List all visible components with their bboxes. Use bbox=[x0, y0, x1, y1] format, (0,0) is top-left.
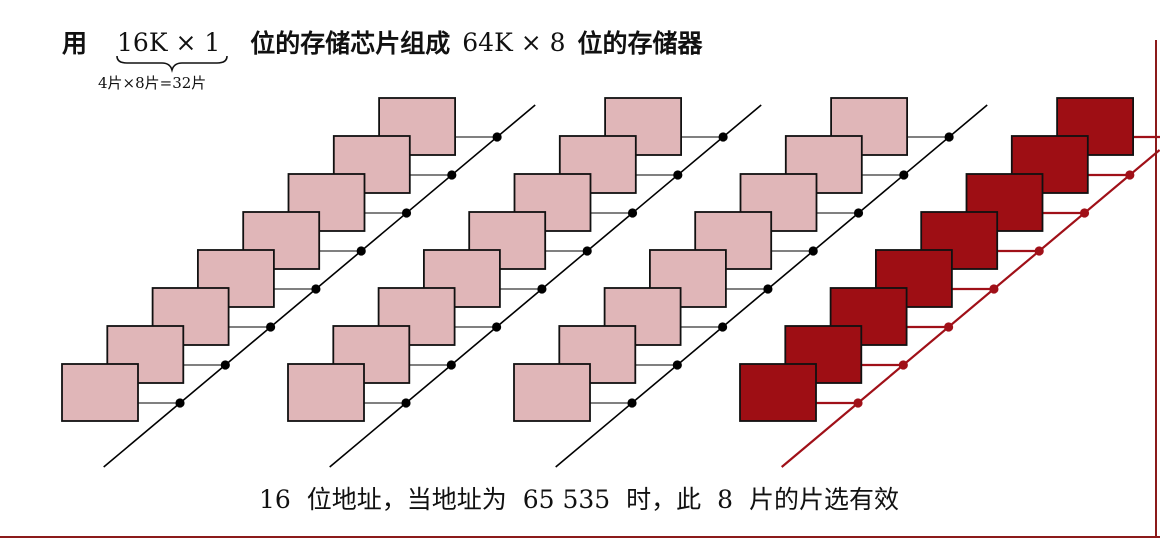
memory-chip bbox=[830, 97, 908, 156]
junction-dot bbox=[1079, 208, 1090, 218]
caption-text-c: 片的片选有效 bbox=[749, 485, 900, 514]
chip-group-1 bbox=[61, 97, 536, 468]
junction-dot bbox=[447, 170, 457, 180]
junction-dot bbox=[853, 208, 864, 218]
title-prefix: 用 bbox=[62, 29, 88, 58]
junction-dot bbox=[446, 360, 456, 370]
junction-dot bbox=[311, 284, 321, 294]
underbrace bbox=[116, 55, 228, 73]
memory-chip bbox=[513, 363, 591, 422]
memory-spec: 64K × 8 bbox=[462, 27, 566, 57]
chip-count: 8 bbox=[717, 485, 734, 514]
junction-dot bbox=[763, 284, 773, 294]
junction-dot bbox=[673, 170, 683, 180]
junction-dot bbox=[853, 398, 863, 408]
caption-text-b: 时，此 bbox=[626, 485, 702, 514]
junction-dot bbox=[401, 208, 412, 218]
junction-dot bbox=[672, 360, 682, 370]
address-bus-line bbox=[103, 104, 536, 468]
caption: 16 位地址，当地址为 65 535 时，此 8 片的片选有效 bbox=[259, 480, 899, 516]
address-bus-line bbox=[555, 104, 988, 468]
page-title: 用 16K × 1 位的存储芯片组成 64K × 8 位的存储器 bbox=[62, 22, 703, 62]
junction-dot bbox=[582, 246, 592, 256]
junction-dot bbox=[1034, 246, 1044, 256]
junction-dot bbox=[175, 398, 185, 408]
junction-dot bbox=[808, 246, 818, 256]
junction-dot bbox=[356, 246, 366, 256]
memory-chip bbox=[287, 173, 366, 232]
junction-dot bbox=[266, 322, 276, 332]
memory-chip bbox=[739, 363, 817, 422]
junction-dot bbox=[627, 398, 637, 408]
junction-dot bbox=[627, 208, 638, 218]
chip-group-2 bbox=[287, 97, 762, 468]
junction-dot bbox=[537, 284, 547, 294]
junction-dot bbox=[718, 132, 728, 142]
memory-chip bbox=[287, 363, 365, 422]
junction-dot bbox=[898, 360, 908, 370]
brace-annotation: 4片×8片=32片 bbox=[98, 74, 207, 92]
address-value: 65 535 bbox=[522, 485, 611, 514]
junction-dot bbox=[944, 132, 954, 142]
address-bits: 16 bbox=[259, 485, 291, 514]
junction-dot bbox=[989, 284, 999, 294]
junction-dot bbox=[492, 322, 502, 332]
address-bus-line bbox=[780, 149, 1160, 468]
chip-group-4 bbox=[739, 97, 1160, 468]
junction-dot bbox=[718, 322, 728, 332]
chip-spec: 16K × 1 bbox=[117, 27, 221, 57]
memory-chip bbox=[61, 363, 139, 422]
junction-dot bbox=[220, 360, 230, 370]
junction-dot bbox=[1125, 170, 1135, 180]
address-bus-line bbox=[329, 104, 762, 468]
caption-text-a: 位地址，当地址为 bbox=[306, 485, 507, 514]
junction-dot bbox=[401, 398, 411, 408]
title-middle: 位的存储芯片组成 bbox=[250, 29, 451, 58]
junction-dot bbox=[492, 132, 502, 142]
title-suffix: 位的存储器 bbox=[577, 29, 703, 58]
frame-bottom-line bbox=[0, 536, 1160, 538]
junction-dot bbox=[944, 322, 954, 332]
frame-right-line bbox=[1155, 40, 1157, 538]
chip-group-3 bbox=[513, 97, 988, 468]
junction-dot bbox=[899, 170, 909, 180]
